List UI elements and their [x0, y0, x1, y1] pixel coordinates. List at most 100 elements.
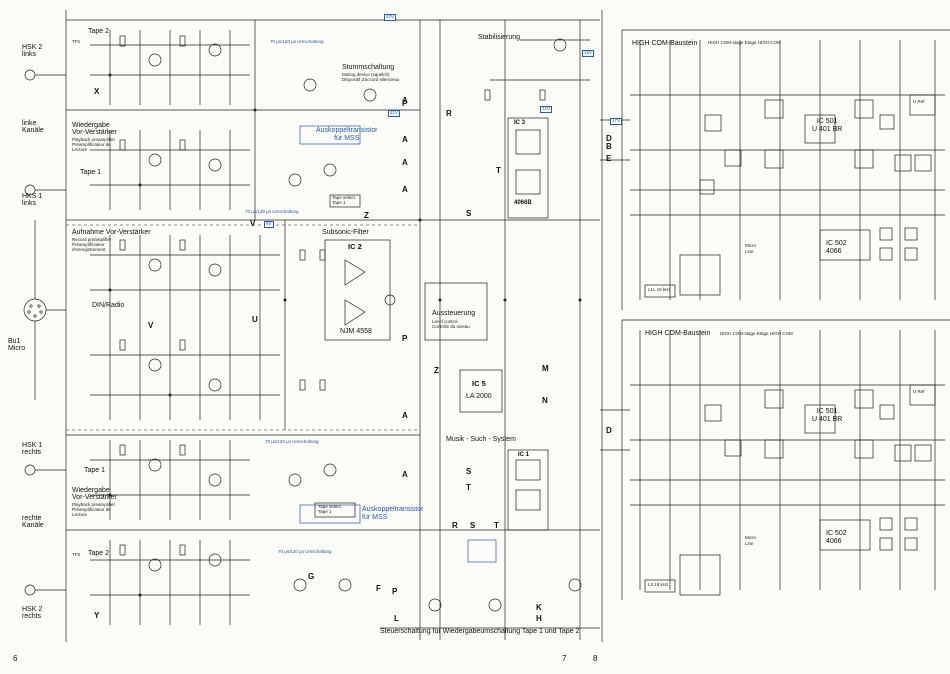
input-hsk1-rechts: HSK 1 rechts: [22, 442, 43, 456]
voltage-9v: 9V: [264, 221, 274, 228]
connector-a: A: [402, 96, 408, 105]
connector-x: X: [94, 87, 100, 96]
testpoint-tp1: TP1: [72, 39, 81, 44]
input-hsk2-rechts: HSK 2 rechts: [22, 606, 43, 620]
label-aufnahme-sub: Record preamplifier Préamplificateur d'e…: [72, 237, 112, 252]
ic502-bottom: IC 502 4066: [826, 530, 847, 545]
label-tape2-top: Tape 2: [88, 28, 110, 35]
label-steuerschaltung: Steuerschaltung für Wiedergabeumschaltun…: [380, 628, 580, 635]
connector-g: G: [308, 572, 315, 581]
input-hsk2-links: HSK 2 links: [22, 44, 43, 58]
label-musik-such: Musik - Such - System: [446, 436, 517, 443]
label-aussteuerung: Aussteuerung: [432, 310, 476, 317]
label-line-bottom: Line: [745, 541, 754, 546]
connector-n: N: [542, 396, 548, 405]
label-din-radio: DIN/Radio: [92, 302, 125, 309]
label-wiedergabe-bottom-sub: Playback preamplifier Préamplificateur d…: [72, 502, 116, 517]
connector-d: D: [606, 426, 612, 435]
label-tape-select-top: Tape select. Tape 1: [332, 195, 357, 205]
connector-r: R: [446, 109, 452, 118]
ic3-part: 4066B: [514, 200, 532, 206]
label-rechte-kanale: rechte Kanäle: [22, 515, 44, 529]
connector-s: S: [466, 467, 472, 476]
page-number-left: 6: [13, 654, 18, 663]
label-tape1-top: Tape 1: [80, 169, 102, 176]
label-micro-bottom: Micro: [745, 535, 756, 540]
connector-t: T: [496, 166, 501, 175]
connector-h: H: [536, 614, 542, 623]
connector-s: S: [470, 521, 476, 530]
label-l2-freq: L2 19 kHz: [648, 582, 669, 587]
label-tape-select-bottom: Tape select. Tape 1: [318, 504, 343, 514]
connector-f: F: [376, 584, 381, 593]
note-umschaltung-bottom: 70 µs/120 µs Umschaltung: [265, 439, 319, 444]
label-highcom-bottom: HIGH COM-Baustein: [645, 330, 711, 337]
ic3-label: IC 3: [514, 120, 526, 126]
label-aussteuerung-sub: Level control Contrôle du niveau: [432, 319, 470, 329]
ic502-top: IC 502 4066: [826, 240, 847, 255]
ic2-label: IC 2: [348, 242, 362, 251]
connector-p: P: [392, 587, 398, 596]
note-umschaltung-bottom2: 70 µs/120 µs Umschaltung: [278, 549, 332, 554]
connector-v: V: [250, 219, 256, 228]
voltage-23v: 23V: [384, 14, 397, 21]
connector-e: E: [606, 154, 612, 163]
label-stummschaltung-sub: Muting device (squelch) Dispositif d'acc…: [342, 72, 400, 82]
input-micro: Bu1 Micro: [8, 338, 26, 352]
label-l1-freq: L1L 19 kHz: [648, 287, 671, 292]
connector-a: A: [402, 158, 408, 167]
label-line-top: Line: [745, 249, 754, 254]
label-wiedergabe-bottom: Wiedergabe Vor-Verstärker: [72, 487, 117, 502]
testpoint-tp2: TP2: [72, 552, 81, 557]
label-tape1-bottom: Tape 1: [84, 467, 106, 474]
connector-y: Y: [94, 611, 100, 620]
label-wiedergabe-top: Wiedergabe Vor-Verstärker: [72, 122, 117, 137]
label-linke-kanale: linke Kanäle: [22, 120, 44, 134]
uref-top: U Ref: [913, 99, 925, 104]
voltage-21v: 21V: [388, 110, 401, 117]
label-auskoppel-top: Auskoppeltransistor für MSS: [316, 127, 378, 142]
connector-b: B: [606, 142, 612, 151]
connector-l: L: [394, 614, 399, 623]
note-umschaltung-top: 70 µs/120 µs Umschaltung: [270, 39, 324, 44]
label-stabilisierung: Stabilisierung: [478, 34, 521, 41]
connector-z: Z: [364, 211, 369, 220]
label-aufnahme: Aufnahme Vor-Verstärker: [72, 229, 151, 236]
label-wiedergabe-top-sub: Playback preamplifier Préamplificateur d…: [72, 137, 116, 152]
connector-u: U: [252, 315, 258, 324]
page-number-right: 8: [593, 654, 598, 663]
uref-bottom: U Ref: [913, 389, 925, 394]
connector-t: T: [494, 521, 499, 530]
connector-t: T: [466, 483, 471, 492]
connector-a: A: [402, 135, 408, 144]
connector-p: P: [402, 334, 408, 343]
label-highcom-bottom-sub: HIGH COM-stage Etage HIGH COM: [720, 331, 793, 336]
connector-k: K: [536, 603, 542, 612]
input-hks1-links: HKS 1 links: [22, 193, 43, 207]
connector-a: A: [402, 470, 408, 479]
label-highcom-top: HIGH COM-Baustein: [632, 40, 698, 47]
label-tape2-bottom: Tape 2: [88, 550, 110, 557]
connector-z: Z: [434, 366, 439, 375]
ic5-part: LA 2000: [466, 393, 492, 400]
voltage-17v: 17V: [610, 118, 623, 125]
label-stummschaltung: Stummschaltung: [342, 64, 395, 71]
connector-p: P: [402, 99, 408, 108]
ic5-label: IC 5: [472, 379, 486, 388]
connector-v: V: [148, 321, 154, 330]
connector-s: S: [466, 209, 472, 218]
ic501-bottom: IC 501 U 401 BR: [812, 408, 843, 423]
connector-a: A: [402, 185, 408, 194]
label-subsonic: Subsonic-Filter: [322, 229, 369, 236]
ic2-part: NJM 4558: [340, 328, 372, 335]
page-number-mid: 7: [562, 654, 567, 663]
label-auskoppel-bottom: Auskoppeltransistor für MSS: [362, 506, 424, 521]
connector-r: R: [452, 521, 458, 530]
ic501-top: IC 501 U 401 BR: [812, 118, 843, 133]
connector-a: A: [402, 411, 408, 420]
voltage-15v: 15V: [582, 50, 595, 57]
connector-d: D: [606, 134, 612, 143]
note-umschaltung-mid: 70 µs/120 µs Umschaltung: [245, 209, 299, 214]
